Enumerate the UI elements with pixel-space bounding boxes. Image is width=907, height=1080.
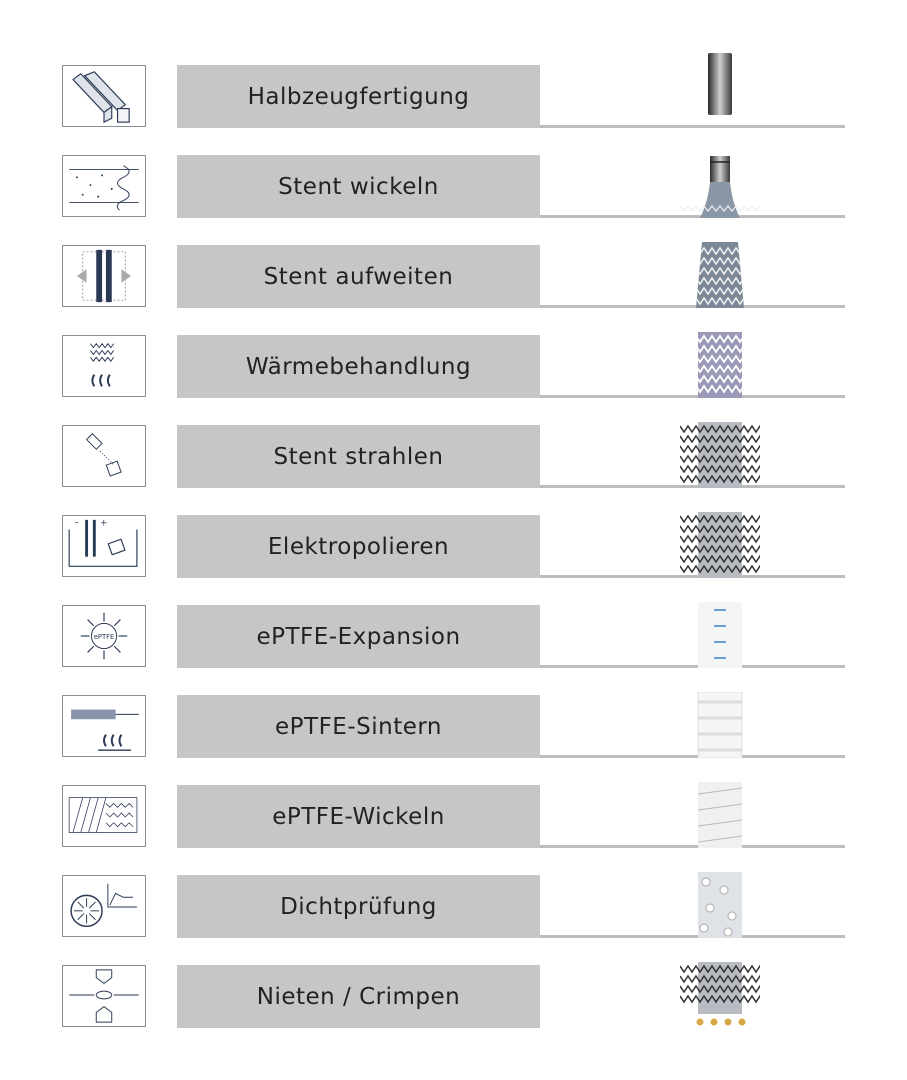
crimp-icon — [62, 965, 146, 1027]
process-step: ePTFE ePTFE-Expansion — [0, 602, 907, 669]
process-step: -+ Elektropolieren — [0, 512, 907, 579]
bars-icon — [62, 65, 146, 127]
stent-stage-image — [680, 422, 760, 488]
step-label: Wärmebehandlung — [177, 335, 540, 398]
process-step: Halbzeugfertigung — [0, 53, 907, 129]
step-label: Stent aufweiten — [177, 245, 540, 308]
stent-stage-image — [680, 602, 760, 668]
divider-line — [540, 935, 845, 938]
step-label: ePTFE-Wickeln — [177, 785, 540, 848]
winding-icon — [62, 155, 146, 217]
process-step: Stent strahlen — [0, 422, 907, 489]
process-step: Stent aufweiten — [0, 242, 907, 309]
svg-text:+: + — [100, 519, 107, 529]
divider-line — [540, 845, 845, 848]
eptfe-wrap-icon — [62, 785, 146, 847]
stent-stage-image — [680, 962, 760, 1028]
electropolish-icon: -+ — [62, 515, 146, 577]
step-label: Elektropolieren — [177, 515, 540, 578]
process-step: Wärmebehandlung — [0, 332, 907, 399]
process-step: Nieten / Crimpen — [0, 962, 907, 1029]
leak-test-icon — [62, 875, 146, 937]
divider-line — [540, 665, 845, 668]
process-step: ePTFE-Wickeln — [0, 782, 907, 849]
stent-stage-image — [680, 512, 760, 578]
stent-stage-image — [680, 152, 760, 218]
divider-line — [540, 125, 845, 128]
process-step: ePTFE-Sintern — [0, 692, 907, 759]
expand-icon — [62, 245, 146, 307]
stent-stage-image — [680, 45, 760, 125]
divider-line — [540, 485, 845, 488]
step-label: Halbzeugfertigung — [177, 65, 540, 128]
divider-line — [540, 395, 845, 398]
step-label: Nieten / Crimpen — [177, 965, 540, 1028]
stent-stage-image — [680, 872, 760, 938]
eptfe-expansion-icon: ePTFE — [62, 605, 146, 667]
svg-text:-: - — [75, 518, 79, 529]
heat-icon — [62, 335, 146, 397]
sinter-icon — [62, 695, 146, 757]
stent-stage-image — [680, 242, 760, 308]
stent-stage-image — [680, 782, 760, 848]
process-step: Stent wickeln — [0, 155, 907, 219]
step-label: Stent strahlen — [177, 425, 540, 488]
stent-stage-image — [680, 692, 760, 758]
divider-line — [540, 305, 845, 308]
step-label: Stent wickeln — [177, 155, 540, 218]
step-label: Dichtprüfung — [177, 875, 540, 938]
stent-stage-image — [680, 332, 760, 398]
process-step: Dichtprüfung — [0, 872, 907, 939]
svg-text:ePTFE: ePTFE — [94, 633, 115, 641]
divider-line — [540, 575, 845, 578]
divider-line — [540, 755, 845, 758]
step-label: ePTFE-Sintern — [177, 695, 540, 758]
step-label: ePTFE-Expansion — [177, 605, 540, 668]
blasting-icon — [62, 425, 146, 487]
divider-line — [540, 215, 845, 218]
